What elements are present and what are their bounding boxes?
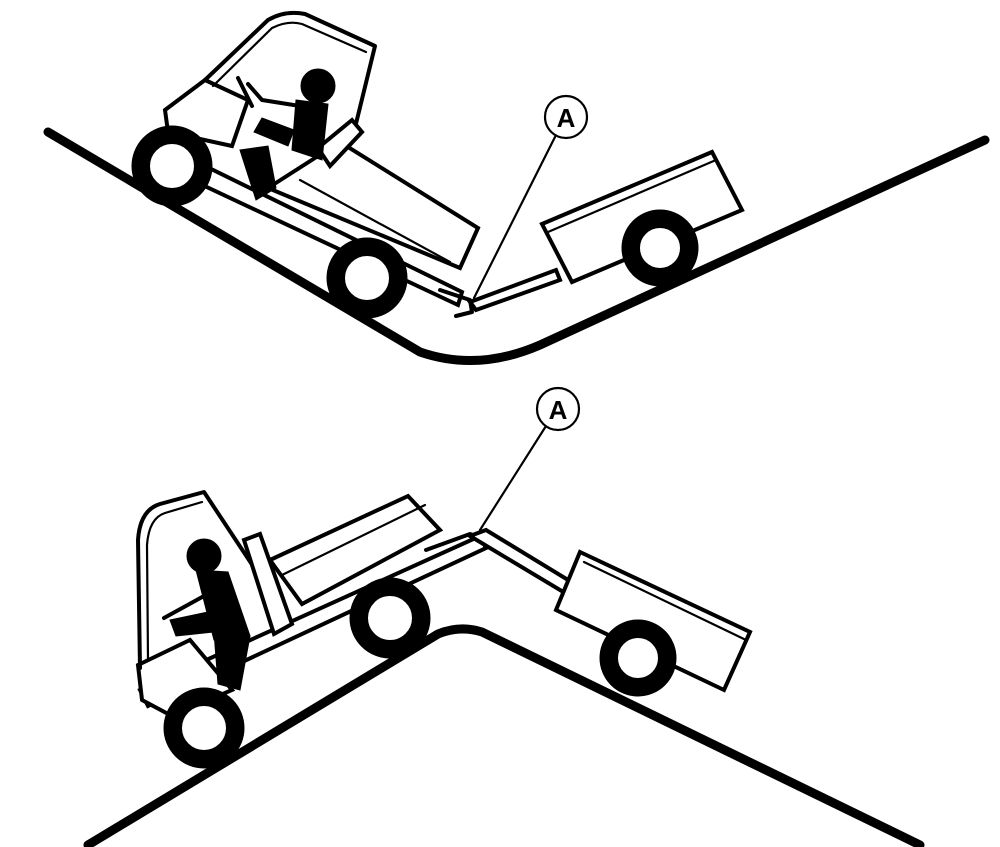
callout-a-bottom: A <box>478 386 581 532</box>
front-wheel-top <box>131 125 213 207</box>
crest-ground-line <box>83 624 925 847</box>
seat-bottom <box>241 531 295 637</box>
cargo-box-bottom <box>266 493 444 607</box>
callout-circle-top <box>543 94 589 140</box>
operator-bottom <box>162 538 251 691</box>
seat-top <box>315 117 365 170</box>
callout-label-top: A <box>557 103 576 133</box>
operator-top <box>239 68 336 201</box>
callout-leader-top <box>472 135 557 300</box>
steering-wheel-top <box>236 76 254 108</box>
roll-bar-top <box>203 10 377 142</box>
utility-vehicle-top <box>131 10 481 319</box>
callout-label-bottom: A <box>549 395 568 425</box>
callout-a-top: A <box>472 94 589 300</box>
callout-leader-bottom <box>478 424 548 532</box>
trailer-bottom <box>465 527 753 697</box>
trailer-top <box>466 149 745 313</box>
operator-body-top <box>291 99 329 161</box>
rear-wheel-bottom <box>349 577 431 659</box>
rear-wheel-top <box>326 237 408 319</box>
trailer-wheel-top <box>621 209 699 287</box>
roll-bar-bottom <box>136 490 292 670</box>
trailer-tongue-top <box>466 267 563 313</box>
utility-vehicle-bottom <box>135 490 489 769</box>
valley-ground-line <box>43 127 990 366</box>
operator-head-top <box>300 68 336 104</box>
panel-valley: A <box>43 10 990 366</box>
panel-crest: A <box>83 386 925 847</box>
operator-head-bottom <box>186 538 222 574</box>
callout-circle-bottom <box>535 386 581 432</box>
trailer-tongue-bottom <box>465 527 581 599</box>
trailer-box-bottom <box>553 549 753 693</box>
front-wheel-bottom <box>163 687 245 769</box>
trailer-wheel-bottom <box>599 619 677 697</box>
